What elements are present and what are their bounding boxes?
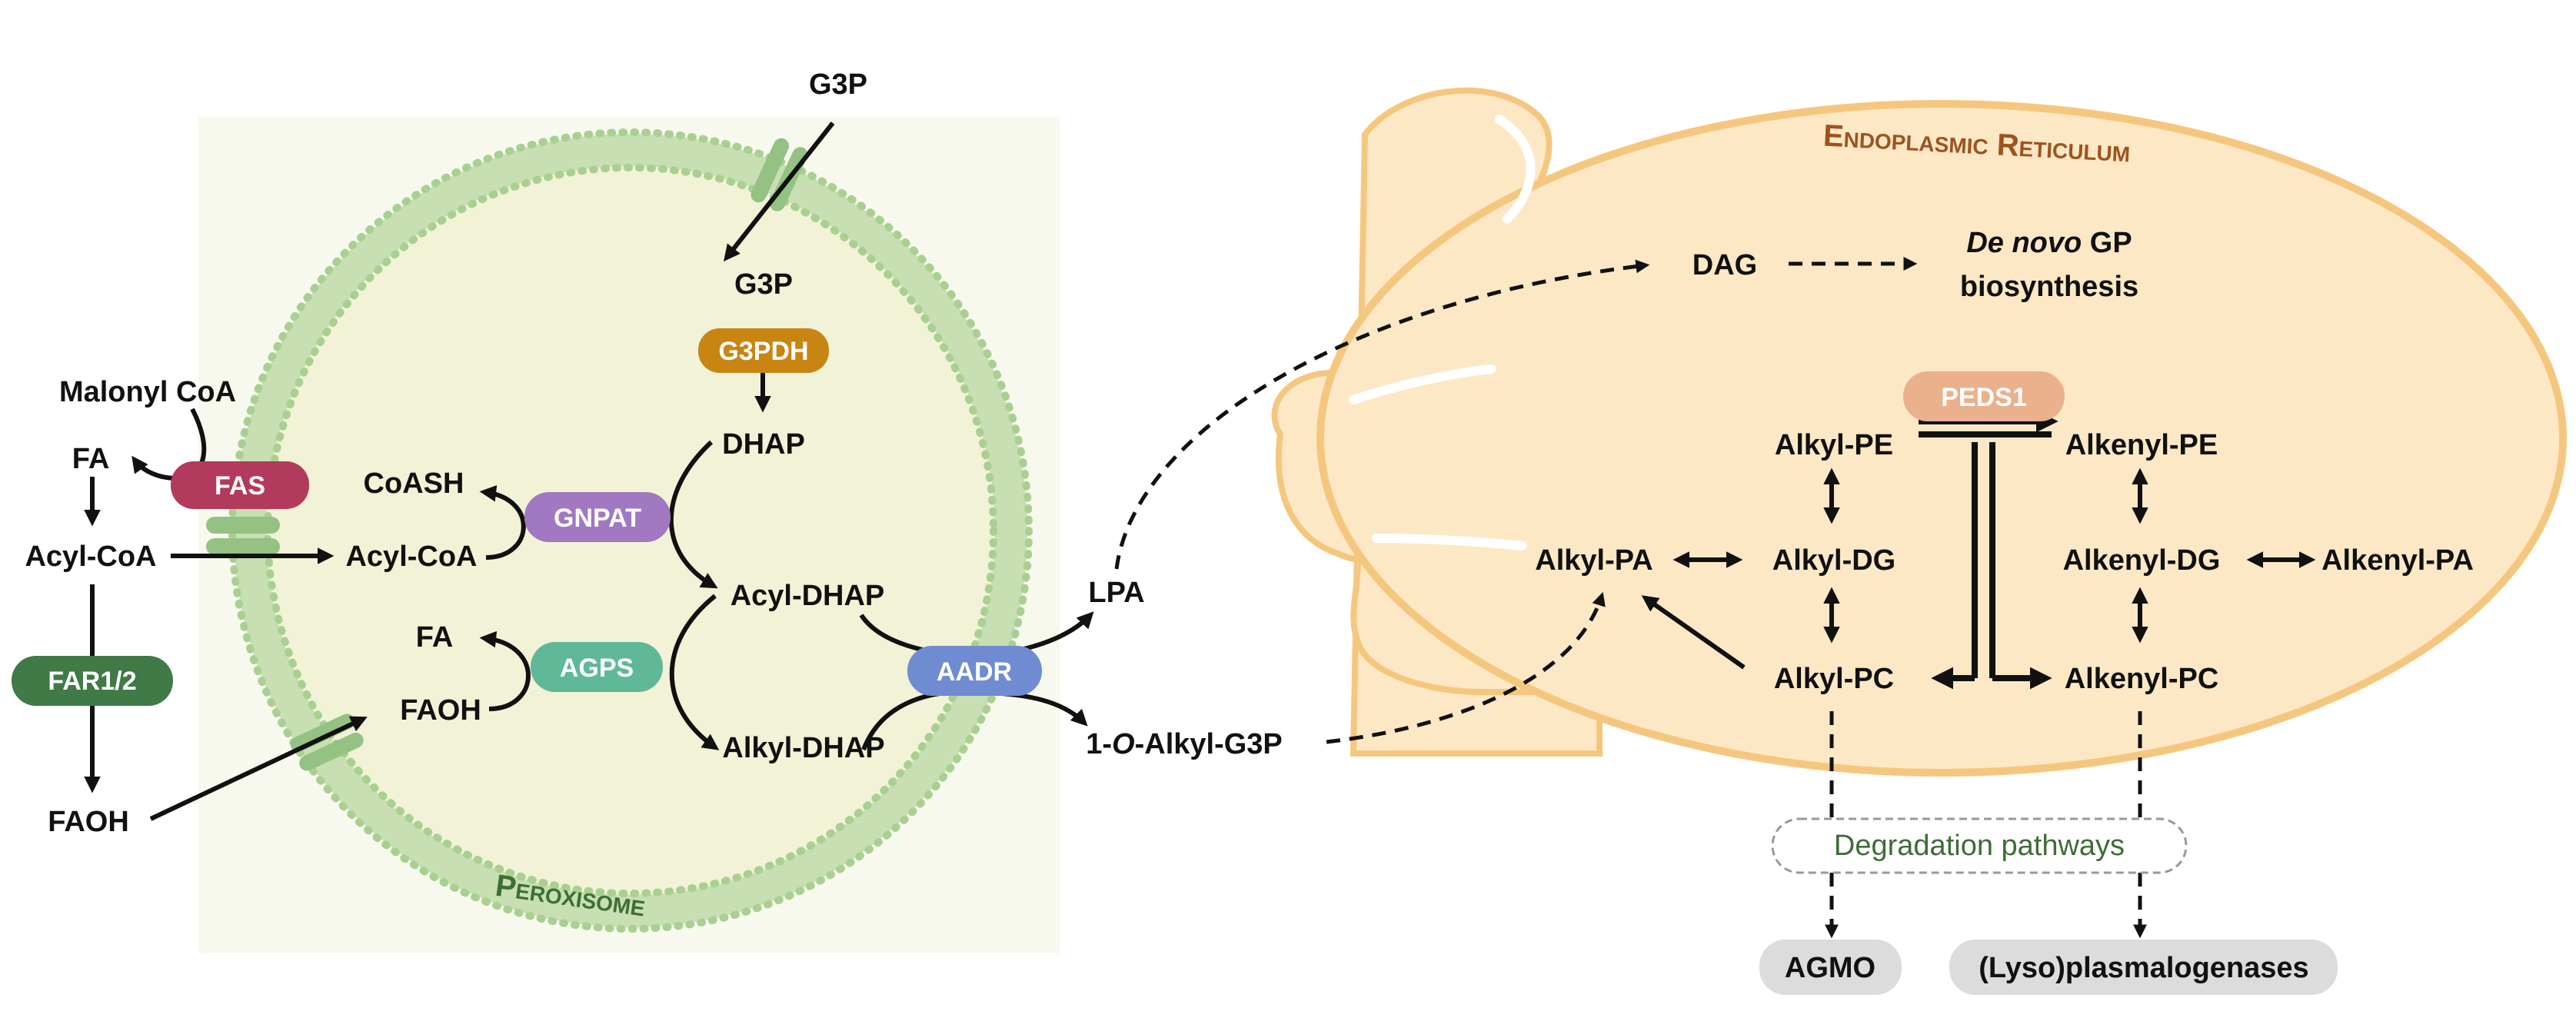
coash-label: CoASH [364, 467, 464, 500]
g3p-outside-label: G3P [809, 68, 867, 101]
fas-pill: FAS [171, 461, 309, 509]
fa-cyto-label: FA [72, 443, 110, 475]
svg-text:FAS: FAS [215, 471, 265, 501]
svg-text:FAR1/2: FAR1/2 [48, 667, 136, 696]
far-pill: FAR1/2 [12, 656, 173, 706]
er-lumen [1316, 100, 2567, 777]
acyl-coa-perox-label: Acyl-CoA [345, 541, 477, 573]
alkenyl-pe-label: Alkenyl-PE [2065, 429, 2218, 461]
gnpat-pill: GNPAT [524, 492, 671, 542]
alkyl-pa-label: Alkyl-PA [1535, 544, 1652, 577]
faoh-perox-label: FAOH [400, 694, 481, 727]
alkyl-g3p-label: 1-O-Alkyl-G3P [1086, 728, 1283, 760]
alkyl-dhap-label: Alkyl-DHAP [722, 732, 884, 764]
transporter-bottom-left [290, 714, 364, 771]
degradation-box: Degradation pathways [1771, 817, 2188, 874]
alkenyl-dg-label: Alkenyl-DG [2063, 544, 2221, 577]
plasmalogenases-box: (Lyso)plasmalogenases [1949, 940, 2338, 995]
dhap-label: DHAP [722, 428, 805, 461]
acyl-dhap-label: Acyl-DHAP [731, 580, 885, 612]
svg-text:AADR: AADR [937, 657, 1012, 687]
g3p-inside-label: G3P [734, 268, 793, 301]
svg-text:AGPS: AGPS [560, 654, 634, 683]
alkenyl-pa-label: Alkenyl-PA [2321, 544, 2474, 577]
fa-perox-label: FA [416, 621, 454, 654]
pathway-arrows [84, 121, 2316, 939]
er-gaps [1349, 115, 1536, 551]
de-novo-line2-label: biosynthesis [1960, 271, 2138, 303]
acyl-coa-cyto-label: Acyl-CoA [25, 541, 156, 573]
alkyl-dg-label: Alkyl-DG [1772, 544, 1895, 577]
lpa-label: LPA [1088, 577, 1144, 609]
alkyl-pc-label: Alkyl-PC [1774, 663, 1894, 695]
svg-text:G3PDH: G3PDH [718, 337, 808, 366]
faoh-cyto-label: FAOH [48, 806, 129, 838]
malonyl-coa-label: Malonyl CoA [59, 376, 236, 408]
peds1-pill: PEDS1 [1903, 371, 2065, 421]
transporter-fas [206, 517, 280, 555]
dag-label: DAG [1692, 249, 1757, 281]
svg-text:(Lyso)plasmalogenases: (Lyso)plasmalogenases [1979, 952, 2308, 984]
alkenyl-pc-label: Alkenyl-PC [2065, 663, 2219, 695]
svg-text:Degradation pathways: Degradation pathways [1834, 830, 2125, 862]
alkyl-pe-label: Alkyl-PE [1775, 429, 1893, 461]
svg-text:GNPAT: GNPAT [554, 504, 641, 533]
g3pdh-pill: G3PDH [698, 328, 829, 373]
agps-pill: AGPS [531, 642, 663, 692]
aadr-pill: AADR [907, 646, 1042, 696]
de-novo-label: De novo GP [1966, 227, 2132, 259]
metabolite-labels: G3P G3P Malonyl CoA FA Acyl-CoA FAOH CoA… [25, 68, 2473, 838]
svg-text:PEDS1: PEDS1 [1941, 383, 2027, 412]
svg-text:AGMO: AGMO [1785, 952, 1875, 984]
agmo-box: AGMO [1759, 940, 1902, 995]
